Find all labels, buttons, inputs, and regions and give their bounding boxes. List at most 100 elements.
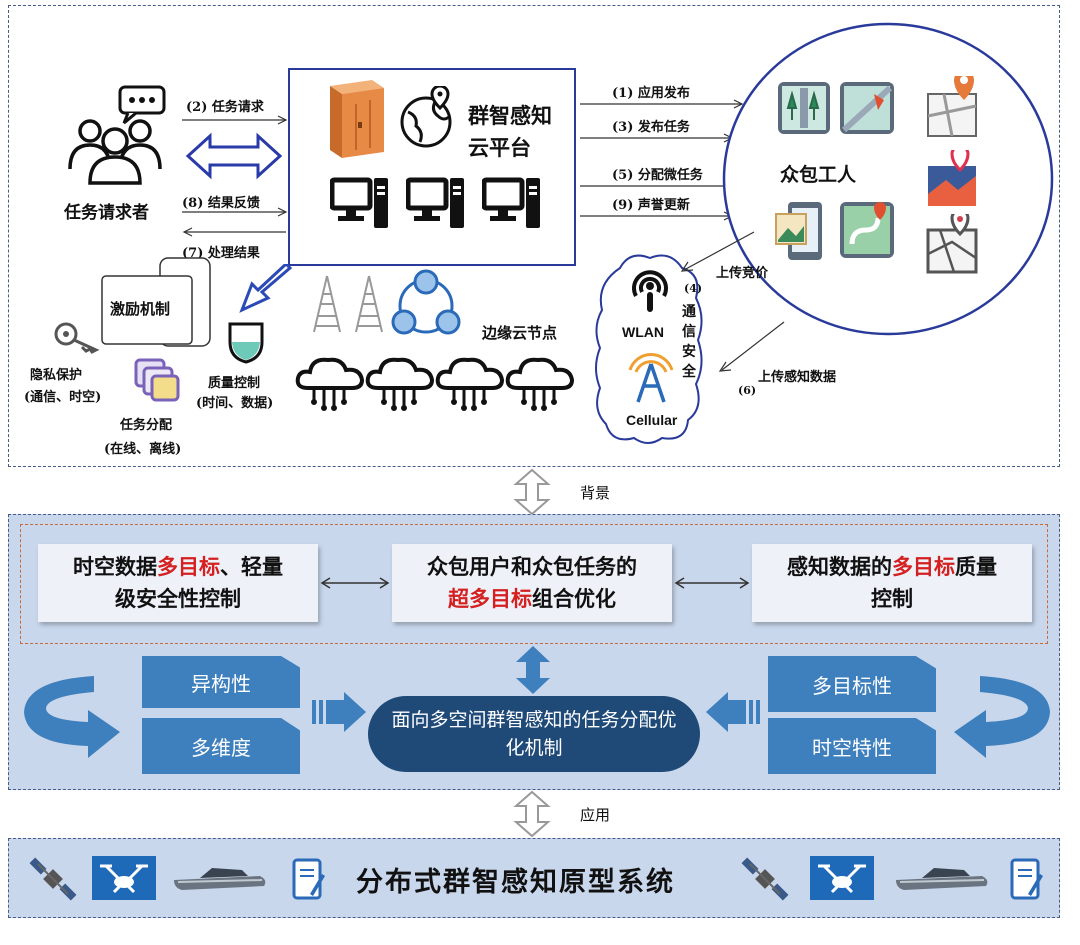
- striped-arrow-right-icon: [312, 692, 366, 732]
- card1-text-d: 级安全性控制: [115, 586, 241, 611]
- notepad-icon: [1010, 858, 1043, 900]
- bottom-system-title: 分布式群智感知原型系统: [356, 867, 675, 898]
- card-quality-control: 感知数据的多目标质量 控制: [752, 544, 1032, 622]
- arrow-line-assign-micro: [580, 181, 734, 191]
- cloud-network-icon: [505, 357, 575, 411]
- notepad-icon: [292, 858, 325, 900]
- phone-photo-icon: [775, 202, 822, 260]
- device-stack-icon: [101, 257, 211, 347]
- arrow-line-process-result: [182, 227, 286, 237]
- requester-label: 任务请求者: [64, 203, 149, 223]
- arrow-label-result-feedback: (8) 结果反馈: [182, 196, 260, 211]
- desktop-computer-icon: [482, 177, 540, 228]
- arrow-line-app-publish: [580, 99, 744, 109]
- boat-icon: [174, 868, 266, 890]
- desktop-computer-icon: [330, 177, 388, 228]
- arrow-label-upload-data: 上传感知数据: [758, 370, 837, 385]
- center-mechanism-pill: 面向多空间群智感知的任务分配优化机制: [368, 696, 700, 772]
- card-spatiotemporal-security: 时空数据多目标、轻量 级安全性控制: [38, 544, 318, 622]
- satellite-icon: [29, 857, 77, 901]
- tag-multiobjective: 多目标性: [768, 656, 936, 712]
- card-connector-arrow: [320, 577, 390, 589]
- vertical-double-arrow-icon: [513, 790, 551, 838]
- tablet-navigation-icon: [840, 82, 894, 134]
- striped-arrow-left-icon: [706, 692, 760, 732]
- tower-icon: [355, 275, 383, 333]
- shield-icon: [228, 322, 264, 364]
- arrow-label-upload-data-num: (6): [738, 384, 757, 397]
- arrow-line-upload-bid: [680, 231, 755, 272]
- tag-spatiotemporal: 时空特性: [768, 718, 936, 774]
- tablet-route-icon: [840, 202, 894, 258]
- key-icon: [54, 322, 100, 354]
- card1-text-a: 时空数据: [73, 554, 157, 579]
- card-combinatorial-optimization: 众包用户和众包任务的 超多目标组合优化: [392, 544, 672, 622]
- map-pin-icon: [927, 76, 977, 137]
- privacy-sub-label: (通信、时空): [24, 390, 102, 405]
- arrow-label-task-request: (2) 任务请求: [186, 100, 264, 115]
- card3-text-a: 感知数据的: [787, 554, 892, 579]
- map-outline-icon: [926, 214, 978, 274]
- vertical-double-arrow-icon: [513, 468, 551, 516]
- tag-heterogeneity: 异构性: [142, 656, 300, 708]
- diagonal-arrow-icon: [239, 264, 293, 313]
- bottom-section-frame: [8, 838, 1060, 918]
- card1-highlight: 多目标: [157, 554, 220, 579]
- drone-icon: [810, 856, 874, 900]
- card3-text-d: 控制: [871, 586, 913, 611]
- task-alloc-label: 任务分配: [120, 418, 173, 433]
- map-heart-icon: [928, 150, 976, 206]
- quality-label: 质量控制: [208, 376, 261, 391]
- platform-title: 群智感知 云平台: [468, 100, 552, 164]
- platform-title-line2: 云平台: [468, 135, 531, 160]
- cloud-network-icon: [365, 357, 435, 411]
- edge-node-label: 边缘云节点: [482, 324, 558, 342]
- server-cabinet-icon: [330, 80, 384, 158]
- tablet-map-icon: [778, 82, 830, 134]
- tower-icon: [313, 275, 341, 333]
- connector-label-background: 背景: [580, 484, 611, 502]
- drone-icon: [92, 856, 156, 900]
- card3-highlight: 多目标: [892, 554, 955, 579]
- top-section-frame: [8, 5, 1060, 467]
- arrow-line-publish-task: [580, 133, 734, 143]
- cellular-label: Cellular: [626, 412, 678, 428]
- arrow-label-app-publish: (1) 应用发布: [612, 86, 690, 101]
- people-group-icon: [68, 85, 166, 185]
- curved-arrow-left-icon: [24, 676, 120, 758]
- network-nodes-icon: [391, 269, 461, 335]
- tag-multidimension: 多维度: [142, 718, 300, 774]
- center-vertical-arrow-icon: [516, 646, 550, 694]
- cloud-network-icon: [435, 357, 505, 411]
- comm-security-label: 通信安全: [682, 304, 696, 380]
- arrow-line-task-request: [182, 115, 288, 125]
- cellular-signal-icon: [628, 353, 674, 403]
- task-alloc-sub-label: (在线、离线): [104, 442, 182, 457]
- card1-text-c: 、轻量: [220, 554, 283, 579]
- arrow-line-reputation: [580, 211, 734, 221]
- arrow-line-upload-data: [718, 321, 785, 372]
- center-mechanism-text: 面向多空间群智感知的任务分配优化机制: [391, 709, 677, 759]
- arrow-line-result-feedback: [182, 207, 288, 217]
- workers-label: 众包工人: [780, 164, 857, 186]
- arrow-label-reputation: (9) 声誉更新: [612, 198, 690, 213]
- platform-title-line1: 群智感知: [468, 103, 552, 128]
- connector-label-application: 应用: [580, 806, 611, 824]
- card-connector-arrow: [674, 577, 750, 589]
- curved-arrow-right-icon: [954, 676, 1050, 758]
- wlan-label: WLAN: [622, 324, 664, 340]
- double-arrow-icon: [185, 132, 283, 180]
- card2-text-a: 众包用户和众包任务的: [427, 554, 637, 579]
- cloud-network-icon: [295, 357, 365, 411]
- middle-inner-dashed: [20, 524, 1048, 644]
- privacy-label: 隐私保护: [30, 368, 83, 383]
- boat-icon: [896, 868, 988, 890]
- podcast-signal-icon: [632, 270, 668, 312]
- arrow-label-upload-bid: 上传竞价: [716, 266, 769, 281]
- globe-location-icon: [400, 86, 452, 148]
- card2-text-c: 组合优化: [532, 586, 616, 611]
- arrow-label-assign-micro: (5) 分配微任务: [612, 168, 703, 183]
- desktop-computer-icon: [406, 177, 464, 228]
- card3-text-c: 质量: [955, 554, 997, 579]
- comm-num-label: (4): [684, 282, 703, 295]
